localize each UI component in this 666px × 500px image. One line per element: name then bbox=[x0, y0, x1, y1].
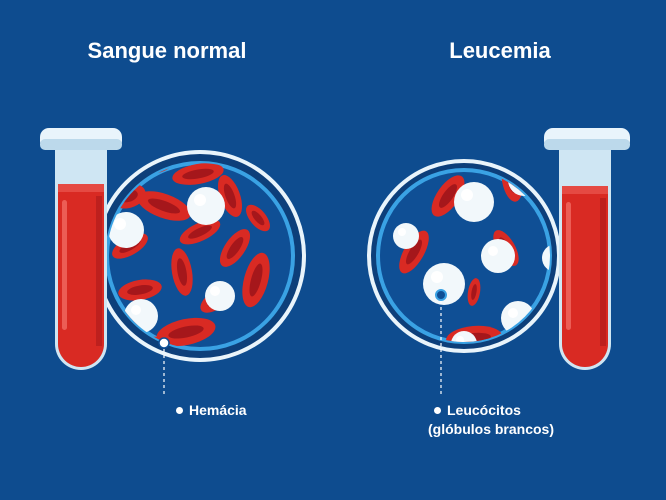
hemacia-callout: Hemácia bbox=[176, 401, 247, 420]
hemacia-marker bbox=[158, 337, 170, 349]
leucocitos-marker bbox=[435, 289, 447, 301]
petri-dish-leukemia bbox=[367, 159, 561, 396]
leucocitos-label: Leucócitos bbox=[447, 402, 521, 418]
hemacia-label: Hemácia bbox=[189, 402, 247, 418]
leukemia-title: Leucemia bbox=[449, 38, 551, 63]
petri-dish-normal bbox=[94, 150, 306, 396]
test-tube-icon bbox=[40, 128, 122, 370]
normal-blood-title: Sangue normal bbox=[87, 38, 247, 63]
bullet-dot bbox=[176, 406, 183, 414]
leucocitos-callout: Leucócitos (glóbulos brancos) bbox=[428, 401, 554, 439]
globulos-brancos-label: (glóbulos brancos) bbox=[428, 421, 554, 437]
test-tube-icon bbox=[544, 128, 630, 370]
bullet-dot bbox=[434, 406, 441, 414]
